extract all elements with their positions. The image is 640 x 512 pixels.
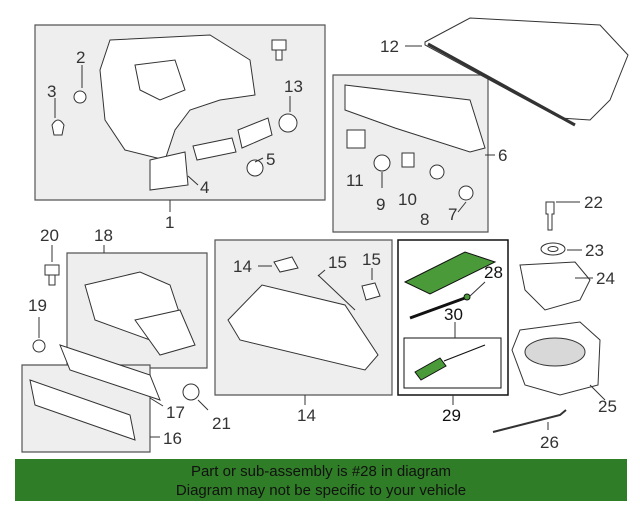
leader-26 (589, 384, 606, 401)
clip-2 (73, 90, 87, 104)
leader-22 (197, 399, 209, 411)
callout-22: 21 (212, 414, 231, 433)
grommet-13 (278, 113, 298, 133)
trim-piece-side (237, 117, 273, 149)
bolt-23 (545, 201, 555, 231)
scuff-plate (344, 84, 486, 153)
load-floor-14 (227, 284, 379, 371)
callout-24: 23 (585, 241, 604, 260)
pad-15a (273, 256, 299, 273)
leader-7 (457, 201, 467, 213)
leader-5 (254, 157, 264, 163)
jack-kit-group-28: 28 30 29 (397, 239, 509, 425)
callout-29: 28 (484, 263, 503, 282)
callout-8: 8 (420, 210, 429, 229)
strap-16 (317, 274, 356, 311)
clip-21 (44, 264, 60, 286)
rod-27 (492, 409, 567, 433)
clips-group: 20 19 (28, 226, 60, 353)
washer-24-hole (547, 246, 559, 252)
cargo-cover-rail (427, 42, 576, 127)
jack-holder-25 (519, 261, 591, 311)
tool-30-shaft (443, 344, 486, 362)
grommet-22 (182, 383, 200, 401)
callout-6: 6 (498, 146, 507, 165)
tray-well (524, 337, 586, 367)
callout-2: 2 (76, 48, 85, 67)
callout-7: 7 (448, 205, 457, 224)
callout-5: 5 (266, 150, 275, 169)
clip-9 (373, 154, 391, 172)
clip-7 (458, 185, 474, 201)
right-parts-group: 22 23 24 25 26 (492, 193, 617, 452)
callout-9: 9 (376, 195, 385, 214)
box-30 (403, 337, 502, 389)
callout-4: 4 (200, 178, 209, 197)
callout-18: 17 (166, 403, 185, 422)
callout-26: 25 (598, 397, 617, 416)
callout-23: 22 (584, 193, 603, 212)
cargo-cover-group: 12 (380, 17, 629, 127)
trim-piece-4 (149, 151, 189, 191)
callout-1: 1 (165, 213, 174, 232)
callout-10: 10 (398, 190, 417, 209)
trim-piece-bracket (192, 137, 237, 161)
leader-18 (149, 397, 164, 407)
callout-15a: 14 (233, 257, 252, 276)
load-floor-group: 14 15 15 28 14 (214, 239, 393, 425)
callout-21: 20 (40, 226, 59, 245)
pushpin-3 (51, 119, 65, 136)
banner-line-2: Diagram may not be specific to your vehi… (175, 482, 467, 499)
banner-line-1: Part or sub-assembly is #28 in diagram (190, 463, 452, 480)
cargo-cover (424, 17, 629, 121)
trim-group-19: 18 (66, 226, 208, 369)
callout-27: 26 (540, 433, 559, 452)
leader-29 (469, 281, 486, 297)
pad-10 (401, 152, 415, 168)
sill-plate-17 (29, 379, 136, 441)
trim-bracket-19b (134, 309, 196, 356)
callout-28: 29 (442, 406, 461, 425)
callout-17: 16 (163, 429, 182, 448)
callout-25: 24 (596, 269, 615, 288)
jack-kit-bag (403, 251, 497, 295)
scuff-plate-group: 6 7 8 9 10 11 (332, 74, 507, 233)
handle-29 (409, 296, 466, 320)
callout-19: 18 (94, 226, 113, 245)
clip-top (271, 39, 287, 61)
sill-plate-18 (59, 344, 161, 401)
callout-13: 13 (284, 77, 303, 96)
pad-11 (346, 129, 366, 149)
sill-group: 16 17 21 (21, 344, 231, 453)
leader-4 (187, 175, 199, 186)
clip-20 (32, 339, 46, 353)
callout-15b: 15 (362, 250, 381, 269)
quarter-trim-group: 1 2 3 4 5 13 (34, 24, 326, 232)
trim-inner-detail (134, 59, 186, 101)
callout-30: 30 (444, 305, 463, 324)
callout-20: 19 (28, 296, 47, 315)
callout-3: 3 (47, 82, 56, 101)
callout-11: 11 (346, 171, 364, 190)
nut-8 (429, 164, 445, 180)
tool-30 (414, 357, 447, 381)
screw-5 (246, 159, 264, 177)
callout-12: 12 (380, 37, 399, 56)
parts-diagram: 1 2 3 4 5 13 6 7 8 9 10 11 12 22 (21, 17, 629, 453)
pad-15b (361, 282, 381, 301)
handle-29-end (463, 293, 471, 301)
info-banner: Part or sub-assembly is #28 in diagram D… (15, 459, 627, 501)
leader-16 (317, 269, 326, 277)
callout-14-label: 14 (297, 406, 316, 425)
callout-16: 15 (328, 253, 347, 272)
